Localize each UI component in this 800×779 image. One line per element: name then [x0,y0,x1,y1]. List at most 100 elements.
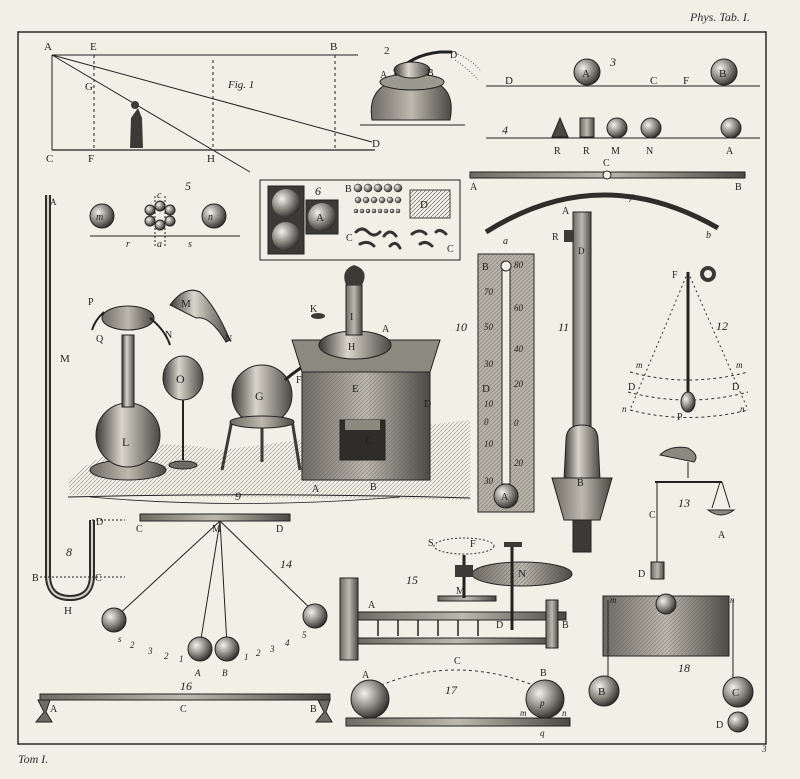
fig16-label-B: B [310,704,317,715]
fig10-left-tick-3: 10 [484,399,494,409]
fig16-label-C: C [180,704,187,715]
fig2-label-B: B [427,68,434,79]
fig1-label-G: G [85,81,93,93]
fig11-label-A: A [562,206,570,217]
figure-11-tube: A R D B 11 [551,206,613,553]
fig6-label-C1: C [346,233,353,244]
fig15-label-F: F [470,539,476,550]
fig8-number: 8 [66,545,72,559]
fig7-label-B: B [735,182,742,193]
fig10-label-B: B [482,262,489,273]
fig15-number: 15 [406,573,418,587]
fig14-arc-2c: 2 [256,648,261,658]
fig14-arc-5: 5 [302,630,307,640]
fig6-label-D: D [420,199,428,211]
figure-15-rack-gear: S F M N A D B 15 [339,537,573,661]
fig12-label-n1: n [622,404,627,414]
fig5-label-a: a [157,239,162,250]
fig7-number: 7 [628,191,635,205]
fig5-label-c: c [157,190,162,201]
fig14-label-B: B [222,668,228,678]
fig14-label-D: D [276,524,283,535]
fig9-label-K: K [310,304,318,315]
fig15-label-S: S [428,538,434,549]
fig9-label-P: P [88,297,94,308]
fig18-label-m: m [610,595,617,605]
fig4-number: 4 [502,123,508,137]
fig17-number: 17 [445,683,458,697]
fig10-right-tick-5: 20 [514,458,524,468]
fig18-number: 18 [678,661,690,675]
fig3-label-C: C [650,75,657,87]
fig11-label-R: R [552,232,559,243]
fig9-label-F: F [296,375,302,386]
fig12-label-F: F [672,270,678,281]
fig5-label-r: r [126,239,130,250]
fig4-label-A: A [726,146,734,157]
fig10-left-tick-1: 50 [484,322,494,332]
fig17-label-n: n [562,708,567,718]
fig14-number: 14 [280,557,292,571]
figure-7-lever: A C B b 7 [469,158,746,241]
fig17-label-A: A [362,670,370,681]
fig8-label-A: A [50,197,57,207]
figure-10-thermometer: a B D A 10 70 50 30 10 0 10 30 80 60 40 … [455,236,535,513]
fig14-arc-2b: 2 [164,651,169,661]
fig12-label-m2: m [736,360,743,370]
figure-13-balance: 13 C A D [638,446,736,580]
fig10-right-tick-2: 40 [514,344,524,354]
fig9-label-A2: A [312,484,320,495]
fig10-number: 10 [455,320,467,334]
fig4-label-M: M [611,146,620,157]
fig6-label-C2: C [447,244,454,255]
fig14-arc-s: s [118,634,122,644]
fig1-label-A: A [44,41,52,53]
fig17-label-p: p [539,698,545,708]
fig6-number: 6 [315,184,321,198]
figure-18-box-weights: m n B C D 18 [588,593,754,733]
fig5-number: 5 [185,179,191,193]
fig8-label-M: M [60,353,70,365]
fig12-label-P: P [677,412,683,423]
fig15-label-M: M [456,586,465,597]
figure-4-shapes: 4 R R M N A [486,116,760,157]
fig14-label-C: C [136,524,143,535]
fig15-label-B: B [562,620,569,631]
fig14-arc-3: 3 [147,646,153,656]
figure-8-u-tube: A M D B C H 8 [32,195,125,617]
fig2-label-A: A [380,70,388,81]
fig9-number: 9 [235,489,241,503]
fig6-label-B: B [345,184,352,195]
fig14-arc-4: 4 [285,638,290,648]
fig18-label-B: B [598,686,605,698]
fig17-label-q: q [540,728,545,738]
figure-6-particles: 6 A B D C C [259,179,461,261]
fig18-label-n: n [730,595,735,605]
fig9-label-M: M [181,298,191,310]
fig17-label-C: C [454,656,461,667]
fig18-label-C: C [732,687,739,699]
fig9-label-L: L [122,435,129,449]
fig7-label-C: C [603,158,610,169]
fig5-label-s: s [188,239,192,250]
fig9-label-N2: N [225,334,232,345]
fig18-label-D: D [716,720,723,731]
fig9-label-H: H [348,342,355,353]
fig9-label-B: B [370,482,377,493]
fig10-left-tick-0: 70 [484,287,494,297]
fig7-label-A: A [470,182,478,193]
fig16-label-A: A [50,704,58,715]
figure-9-distillation: P Q L M N O N G F K I H A E C D A B 9 [67,265,471,504]
fig4-label-R2: R [583,146,590,157]
figure-2-retort: 2 A B D [360,45,481,126]
fig3-label-A: A [582,68,590,80]
fig10-left-tick-4: 0 [484,417,489,427]
fig3-label-B: B [719,68,726,80]
fig12-label-n2: n [740,404,745,414]
fig2-number: 2 [384,45,390,57]
fig9-label-N1: N [165,330,172,341]
fig1-label-D: D [372,138,380,150]
figure-17-rolling-balls: A C B m n p q 17 [345,656,571,738]
